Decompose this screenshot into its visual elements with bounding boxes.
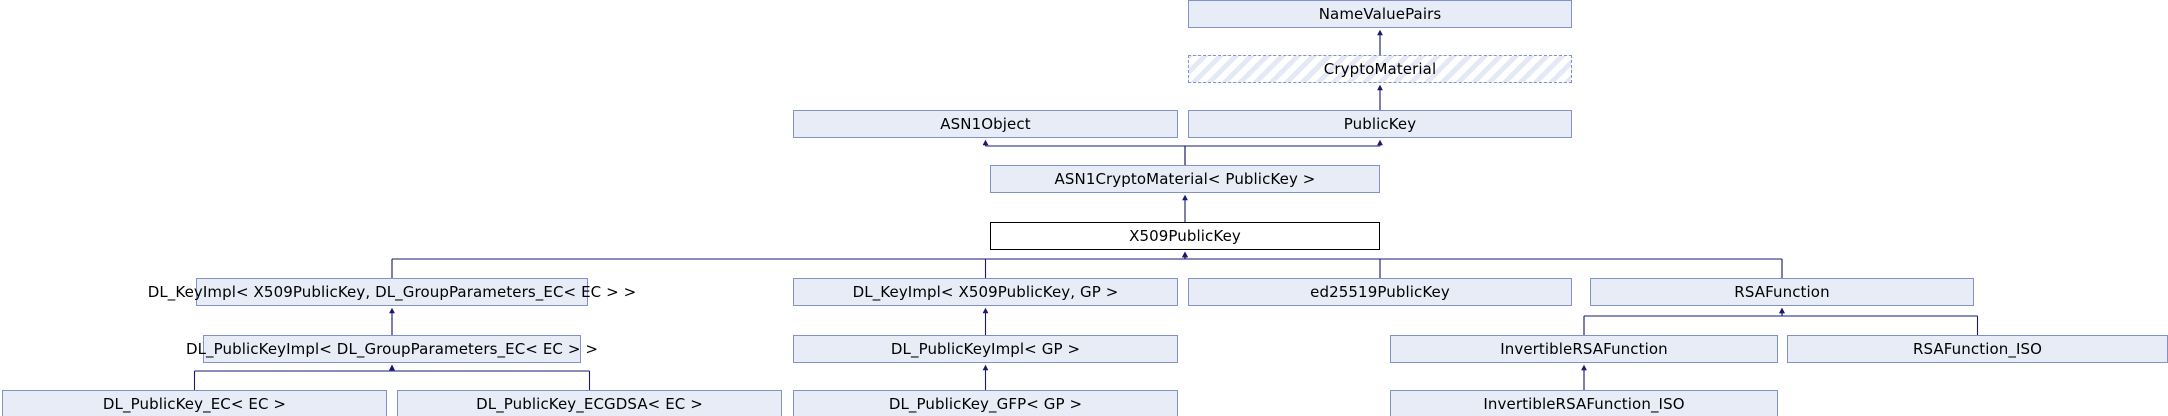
- class-node-asn1object[interactable]: ASN1Object: [793, 110, 1178, 138]
- class-node-dl_publickey_ec[interactable]: DL_PublicKey_EC< EC >: [2, 390, 387, 416]
- class-node-label: DL_KeyImpl< X509PublicKey, DL_GroupParam…: [147, 282, 637, 301]
- inheritance-edge-dl_keyimpl_ec-to-x509publickey: [391, 251, 1188, 278]
- class-node-namevaluepairs[interactable]: NameValuePairs: [1188, 0, 1572, 28]
- class-node-dl_publickey_ecgdsa[interactable]: DL_PublicKey_ECGDSA< EC >: [397, 390, 782, 416]
- class-node-cryptomaterial[interactable]: CryptoMaterial: [1188, 55, 1572, 83]
- inheritance-edge-rsafunction_iso-to-rsafunction: [1779, 307, 1979, 335]
- class-node-label: DL_PublicKey_ECGDSA< EC >: [476, 394, 703, 413]
- class-node-publickey[interactable]: PublicKey: [1188, 110, 1572, 138]
- class-node-dl_publickey_gfp[interactable]: DL_PublicKey_GFP< GP >: [793, 390, 1178, 416]
- class-node-label: RSAFunction: [1734, 282, 1830, 301]
- class-node-label: ed25519PublicKey: [1310, 282, 1450, 301]
- class-node-label: InvertibleRSAFunction_ISO: [1483, 394, 1685, 413]
- class-node-label: InvertibleRSAFunction: [1500, 339, 1668, 358]
- class-node-invertiblersafunction[interactable]: InvertibleRSAFunction: [1390, 335, 1778, 363]
- class-node-label: X509PublicKey: [1129, 226, 1241, 245]
- class-node-label: RSAFunction_ISO: [1912, 339, 2043, 358]
- inheritance-edge-asn1cryptomaterial-to-asn1object: [982, 139, 1186, 165]
- class-node-dl_publickeyimpl_gp[interactable]: DL_PublicKeyImpl< GP >: [793, 335, 1178, 363]
- class-node-dl_publickeyimpl_ec[interactable]: DL_PublicKeyImpl< DL_GroupParameters_EC<…: [186, 335, 598, 363]
- class-node-dl_keyimpl_gp[interactable]: DL_KeyImpl< X509PublicKey, GP >: [793, 278, 1178, 306]
- inheritance-edge-dl_keyimpl_gp-to-x509publickey: [984, 251, 1188, 278]
- inheritance-edge-dl_publickey_ecgdsa-to-dl_publickeyimpl_ec: [389, 364, 591, 390]
- class-node-x509publickey[interactable]: X509PublicKey: [990, 222, 1380, 250]
- class-node-label: NameValuePairs: [1318, 4, 1442, 23]
- inheritance-edge-ed25519publickey-to-x509publickey: [1182, 251, 1381, 278]
- class-node-label: DL_PublicKeyImpl< DL_GroupParameters_EC<…: [185, 339, 599, 358]
- class-node-label: ASN1CryptoMaterial< PublicKey >: [1054, 169, 1316, 188]
- class-node-label: ASN1Object: [940, 114, 1031, 133]
- class-node-rsafunction_iso[interactable]: RSAFunction_ISO: [1787, 335, 2168, 363]
- inheritance-edge-invertiblersafunction-to-rsafunction: [1583, 307, 1785, 335]
- class-node-label: DL_PublicKey_EC< EC >: [102, 394, 287, 413]
- class-node-label: DL_KeyImpl< X509PublicKey, GP >: [852, 282, 1119, 301]
- class-node-label: CryptoMaterial: [1323, 59, 1437, 78]
- inheritance-edge-rsafunction-to-x509publickey: [1182, 251, 1783, 278]
- class-node-rsafunction[interactable]: RSAFunction: [1590, 278, 1974, 306]
- class-node-label: PublicKey: [1343, 114, 1417, 133]
- class-node-label: DL_PublicKeyImpl< GP >: [890, 339, 1081, 358]
- class-node-invertiblersafunction_iso[interactable]: InvertibleRSAFunction_ISO: [1390, 390, 1778, 416]
- class-node-asn1cryptomaterial[interactable]: ASN1CryptoMaterial< PublicKey >: [990, 165, 1380, 193]
- inheritance-edge-dl_publickey_ec-to-dl_publickeyimpl_ec: [193, 364, 395, 390]
- class-node-label: DL_PublicKey_GFP< GP >: [888, 394, 1083, 413]
- class-node-dl_keyimpl_ec[interactable]: DL_KeyImpl< X509PublicKey, DL_GroupParam…: [148, 278, 636, 306]
- class-node-ed25519publickey[interactable]: ed25519PublicKey: [1188, 278, 1572, 306]
- inheritance-edge-asn1cryptomaterial-to-publickey: [1184, 139, 1383, 165]
